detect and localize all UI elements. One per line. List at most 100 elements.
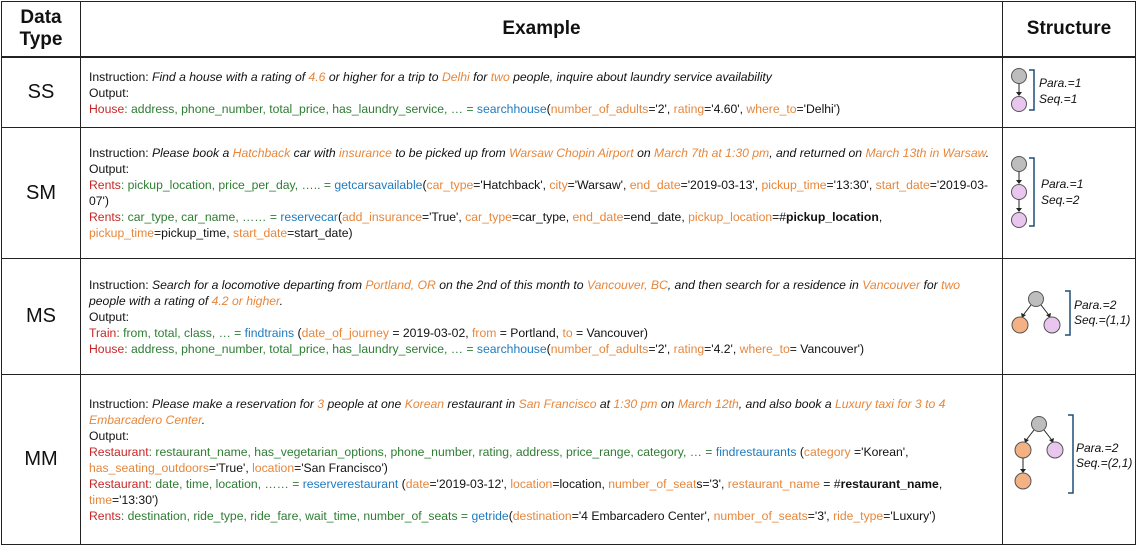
text-segment: ( — [546, 341, 551, 356]
text-segment: =car_type, — [511, 210, 573, 224]
text-segment: to be picked up from — [391, 146, 510, 160]
text-segment: date_of_journey — [301, 325, 389, 340]
text-segment: car_type — [426, 178, 474, 192]
text-segment: =# — [772, 210, 787, 224]
brace-icon — [1065, 290, 1071, 336]
text-segment: category — [803, 444, 851, 459]
type-cell: SS — [1, 56, 81, 128]
text-segment: car_type — [465, 210, 512, 224]
text-segment: =end_date, — [623, 210, 689, 224]
output-call-line: Rents: pickup_location, price_per_day, …… — [89, 177, 996, 209]
text-segment: findrestaurants — [715, 444, 797, 459]
para-label: Para.=1 — [1039, 76, 1081, 90]
text-segment: Please book a — [152, 146, 233, 160]
text-segment: ='4.60', — [704, 101, 747, 116]
text-segment: time — [89, 492, 113, 507]
row-ss: SS Instruction: Find a house with a rati… — [1, 56, 1136, 128]
text-segment: on — [633, 146, 655, 160]
instruction-label: Instruction: — [89, 69, 152, 84]
text-segment: =pickup_time, — [154, 226, 233, 240]
text-segment: ='2', — [648, 341, 674, 356]
text-segment: findtrains — [244, 325, 295, 340]
text-segment: : destination, ride_type, ride_fare, wai… — [120, 508, 472, 523]
output-call-line: House: address, phone_number, total_pric… — [89, 341, 996, 357]
text-segment: from — [472, 325, 497, 340]
text-segment: : address, phone_number, total_price, ha… — [124, 101, 477, 116]
text-segment: people, inquire about laundry service av… — [509, 69, 772, 84]
row-sm: SM Instruction: Please book a Hatchback … — [1, 127, 1136, 259]
text-segment: reserverestaurant — [302, 476, 399, 491]
text-segment: Train — [89, 325, 117, 340]
structure-diagram: Para.=1 Seq.=1 — [1011, 68, 1081, 112]
text-segment: San Francisco — [518, 396, 597, 411]
tool-node — [1028, 291, 1044, 307]
text-segment: city — [549, 178, 568, 192]
text-segment: . — [279, 293, 284, 308]
text-segment: : address, phone_number, total_price, ha… — [124, 341, 477, 356]
text-segment: restaurant_name — [840, 476, 939, 491]
arrowhead-icon — [1016, 180, 1022, 184]
text-segment: : car_type, car_name, …… = — [120, 210, 281, 224]
text-segment: ( — [398, 476, 406, 491]
row-mm: MM Instruction: Please make a reservatio… — [1, 374, 1136, 545]
brace-icon — [1068, 414, 1074, 494]
text-segment: . — [985, 146, 990, 160]
edge-arrow — [1023, 304, 1032, 315]
text-segment: has_seating_outdoors — [89, 460, 209, 475]
brace-icon — [1029, 69, 1035, 111]
text-segment: : date, time, location, …… = — [148, 476, 303, 491]
text-segment: Restaurant — [89, 476, 149, 491]
edge-arrow — [1026, 429, 1035, 440]
text-segment: ( — [422, 178, 427, 192]
output-call-line: Restaurant: restaurant_name, has_vegetar… — [89, 444, 996, 476]
text-segment: s='3', — [696, 476, 728, 491]
structure-cell: Para.=2 Seq.=(1,1) — [1002, 258, 1136, 375]
text-segment: ='Luxury') — [883, 508, 936, 523]
text-segment: start_date — [232, 226, 288, 240]
text-segment: = Portland, — [496, 325, 563, 340]
text-segment: destination — [512, 508, 572, 523]
arrowhead-icon — [1049, 438, 1054, 443]
instruction-line: Instruction: Search for a locomotive dep… — [89, 277, 996, 309]
text-segment: number_of_seat — [608, 476, 697, 491]
text-segment: House — [89, 341, 125, 356]
structure-cell: Para.=1 Seq.=2 — [1002, 127, 1136, 259]
example-cell: Instruction: Search for a locomotive dep… — [80, 258, 1003, 375]
structure-diagram: Para.=1 Seq.=2 — [1011, 156, 1083, 228]
tool-node — [1011, 68, 1027, 84]
text-segment: Delhi — [441, 69, 470, 84]
seq-label: Seq.=2 — [1041, 193, 1080, 207]
tool-node — [1031, 416, 1047, 432]
text-segment: Search for a locomotive departing from — [152, 277, 366, 292]
text-segment: 4.6 — [308, 69, 326, 84]
text-segment: number_of_adults — [550, 101, 649, 116]
text-segment: people with a rating of — [89, 293, 212, 308]
arrowhead-icon — [1016, 92, 1022, 96]
text-segment: ='13:30', — [826, 178, 876, 192]
header-structure: Structure — [1002, 1, 1136, 58]
text-segment: two — [941, 277, 961, 292]
text-segment: = Vancouver) — [572, 325, 648, 340]
text-segment: ='2019-03-12', — [429, 476, 511, 491]
text-segment: ( — [508, 508, 513, 523]
text-segment: Portland, OR — [365, 277, 436, 292]
text-segment: =start_date) — [287, 226, 353, 240]
text-segment: pickup_location — [688, 210, 773, 224]
text-segment: = Vancouver') — [789, 341, 865, 356]
text-segment: Rents — [89, 508, 121, 523]
structure-diagram: Para.=2 Seq.=(1,1) — [1011, 290, 1130, 336]
text-segment: March 7th at 1:30 pm — [654, 146, 770, 160]
text-segment: Rents — [89, 210, 121, 224]
instruction-label: Instruction: — [89, 277, 152, 292]
text-segment: searchhouse — [476, 341, 547, 356]
arrowhead-icon — [1046, 313, 1051, 318]
text-segment: 1:30 pm — [613, 396, 658, 411]
text-segment: : pickup_location, price_per_day, ….. = — [120, 178, 335, 192]
text-segment: ='Delhi') — [796, 101, 841, 116]
header-example: Example — [80, 1, 1003, 58]
text-segment: , and also book a — [738, 396, 835, 411]
text-segment: car with — [290, 146, 339, 160]
structure-diagram: Para.=2 Seq.=(2,1) — [1014, 414, 1132, 494]
text-segment: or higher for a trip to — [325, 69, 442, 84]
